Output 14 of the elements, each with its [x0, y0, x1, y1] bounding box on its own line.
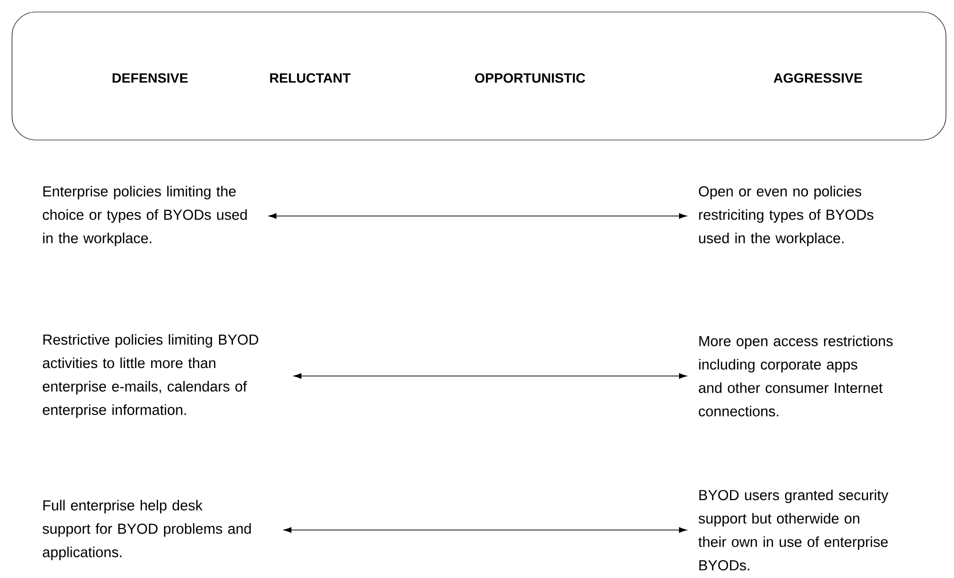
policy-text: Enterprise policies limiting the choice or types of BYODs used in the workplace.: [42, 186, 247, 246]
stance-heading: OPPORTUNISTIC: [475, 73, 586, 83]
stance-heading: RELUCTANT: [270, 73, 351, 83]
double-arrow: [268, 213, 687, 219]
stance-heading: AGGRESSIVE: [774, 73, 862, 83]
policy-text: More open access restrictions including corporate apps and other consumer Internet connections.: [698, 336, 893, 416]
stance-heading: DEFENSIVE: [112, 73, 188, 83]
policy-text: Open or even no policies restriciting types of BYODs used in the workplace.: [698, 186, 874, 246]
policy-text: BYOD users granted security support but otherwide on their own in use of enterprise BYODs.: [698, 490, 888, 570]
stance-box: [12, 12, 946, 140]
double-arrow: [284, 527, 687, 533]
double-arrow: [294, 373, 687, 379]
policy-text: Full enterprise help desk support for BYOD problems and applications.: [42, 500, 251, 560]
policy-text: Restrictive policies limiting BYOD activities to little more than enterprise e-mails, calendars of enterprise information.: [42, 334, 258, 418]
